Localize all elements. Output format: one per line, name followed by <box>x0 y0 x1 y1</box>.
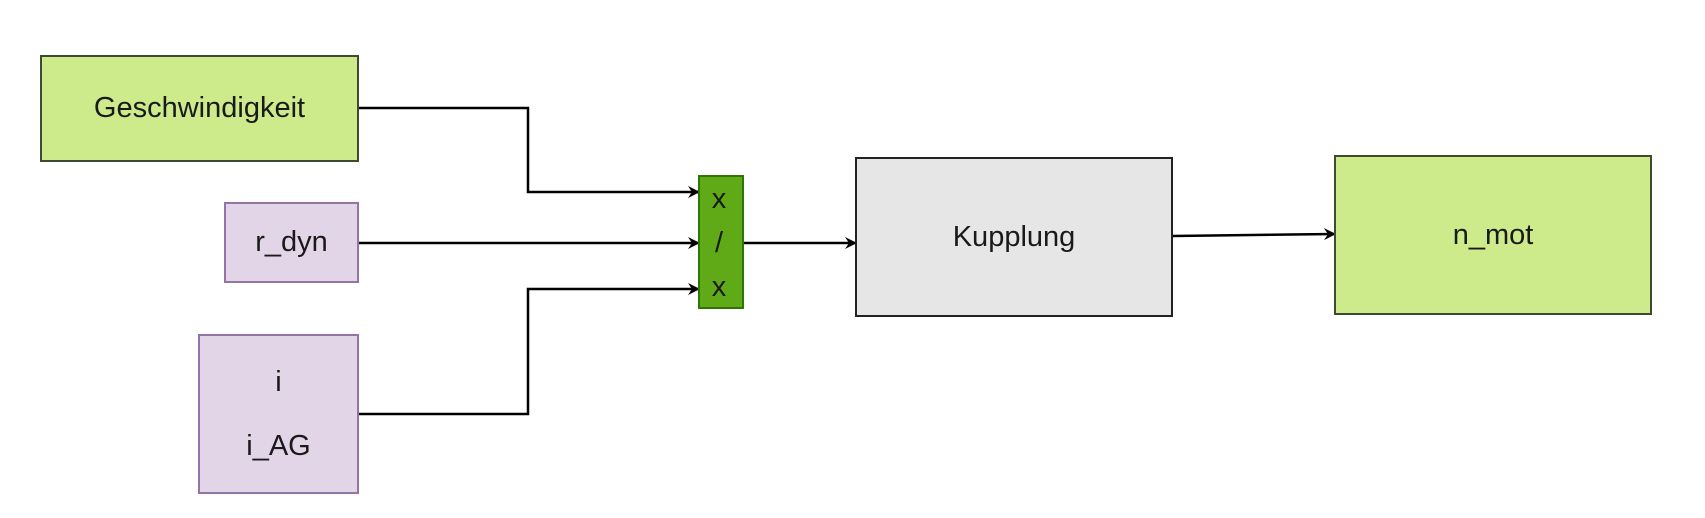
r-dyn-label: r_dyn <box>255 226 328 258</box>
multiply-op-2: x <box>711 271 727 303</box>
clutch-block[interactable]: Kupplung <box>855 157 1173 317</box>
n-mot-block[interactable]: n_mot <box>1334 155 1652 315</box>
connector-ratio-to-multiply <box>359 283 700 416</box>
gear-ratio-top-label: i <box>275 365 282 398</box>
connector-clutch-to-nmot <box>1172 228 1336 241</box>
speed-block[interactable]: Geschwindigkeit <box>40 55 359 162</box>
gear-ratio-block[interactable]: i i_AG <box>198 334 359 494</box>
r-dyn-block[interactable]: r_dyn <box>224 202 359 283</box>
speed-label: Geschwindigkeit <box>93 92 306 124</box>
connector-speed-to-multiply <box>359 106 700 198</box>
divide-op: / <box>714 227 724 259</box>
n-mot-label: n_mot <box>1452 218 1534 251</box>
multiply-op-1: x <box>711 183 727 215</box>
gear-ratio-bottom-label: i_AG <box>246 429 311 462</box>
clutch-label: Kupplung <box>952 220 1076 253</box>
multiply-divide-block[interactable]: x / x <box>698 175 744 309</box>
